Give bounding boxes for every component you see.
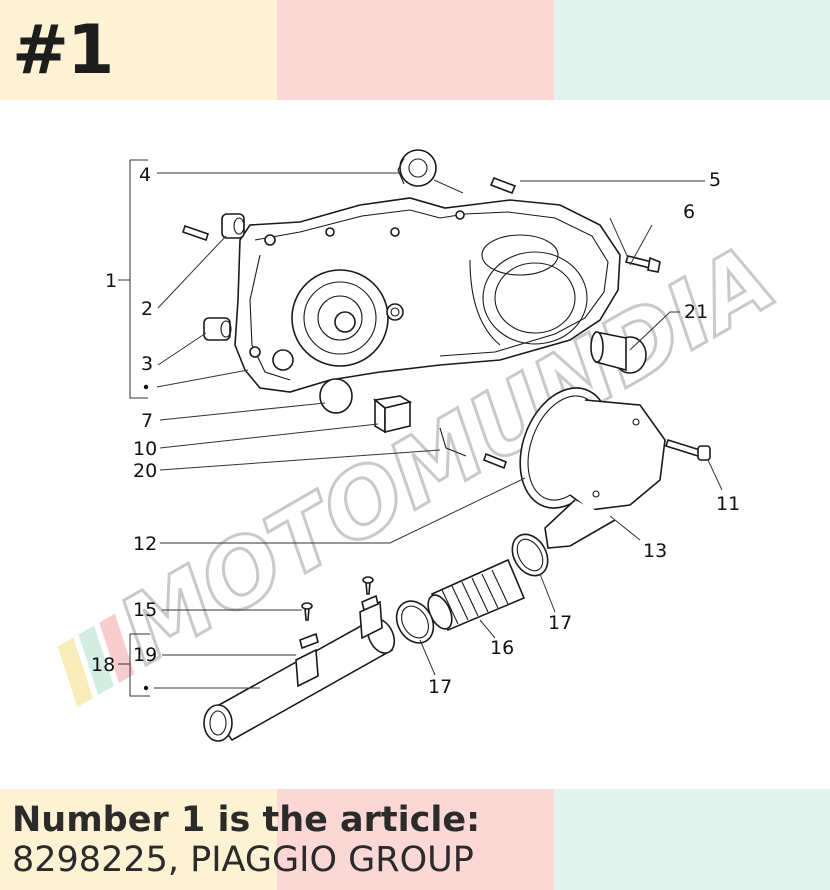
- callout-15: 15: [133, 599, 157, 621]
- part-10-block: [373, 395, 413, 434]
- callout-4: 4: [139, 164, 151, 186]
- callout-20: 20: [133, 460, 157, 482]
- part-17-clamp-lower: [395, 600, 435, 644]
- exploded-parts-diagram: MOTOMUNDIA: [57, 149, 794, 742]
- callout-dot-18: [143, 685, 149, 691]
- crankcase-cover: [234, 197, 621, 393]
- part-2-dowel: [181, 213, 245, 242]
- callout-3: 3: [141, 353, 153, 375]
- part-7-plug: [319, 378, 353, 414]
- part-12-13-air-intake: [519, 387, 666, 549]
- callout-6: 6: [683, 201, 695, 223]
- callout-13: 13: [643, 540, 667, 562]
- callout-5: 5: [709, 169, 721, 191]
- callout-12: 12: [133, 533, 157, 555]
- part-3-bushing: [203, 317, 232, 341]
- callout-2: 2: [141, 298, 153, 320]
- part-11-screw: [664, 439, 711, 461]
- callout-7: 7: [141, 410, 153, 432]
- part-18-intake-duct: [203, 594, 396, 742]
- header-band-pink: [277, 0, 554, 100]
- part-21-plug: [590, 331, 647, 374]
- callout-17-lower: 17: [428, 676, 452, 698]
- article-caption-title: Number 1 is the article:: [12, 800, 481, 840]
- part-20-bracket: [439, 427, 507, 470]
- callout-16: 16: [490, 637, 514, 659]
- footer-band-green: [554, 789, 830, 890]
- callout-dot-1: [143, 384, 149, 390]
- part-15-screws: [301, 576, 374, 621]
- callout-17-upper: 17: [548, 612, 572, 634]
- callout-1: 1: [105, 270, 117, 292]
- callout-19: 19: [133, 644, 157, 666]
- callout-10: 10: [133, 438, 157, 460]
- footer-band-yellow: [0, 789, 277, 890]
- header-band-green: [554, 0, 830, 100]
- part-5-pin: [489, 176, 517, 195]
- part-16-bellows: [427, 558, 526, 632]
- article-caption-detail: 8298225, PIAGGIO GROUP: [12, 840, 474, 880]
- footer-band-pink: [277, 789, 554, 890]
- part-4-bearing: [397, 149, 437, 187]
- leader-lines: [118, 159, 723, 697]
- callout-21: 21: [684, 301, 708, 323]
- header-band-yellow: [0, 0, 277, 100]
- part-17-clamp-upper: [511, 533, 549, 577]
- part-6-screw: [624, 255, 661, 273]
- callout-18: 18: [91, 654, 115, 676]
- callout-11: 11: [716, 493, 740, 515]
- item-number-badge: #1: [12, 11, 114, 90]
